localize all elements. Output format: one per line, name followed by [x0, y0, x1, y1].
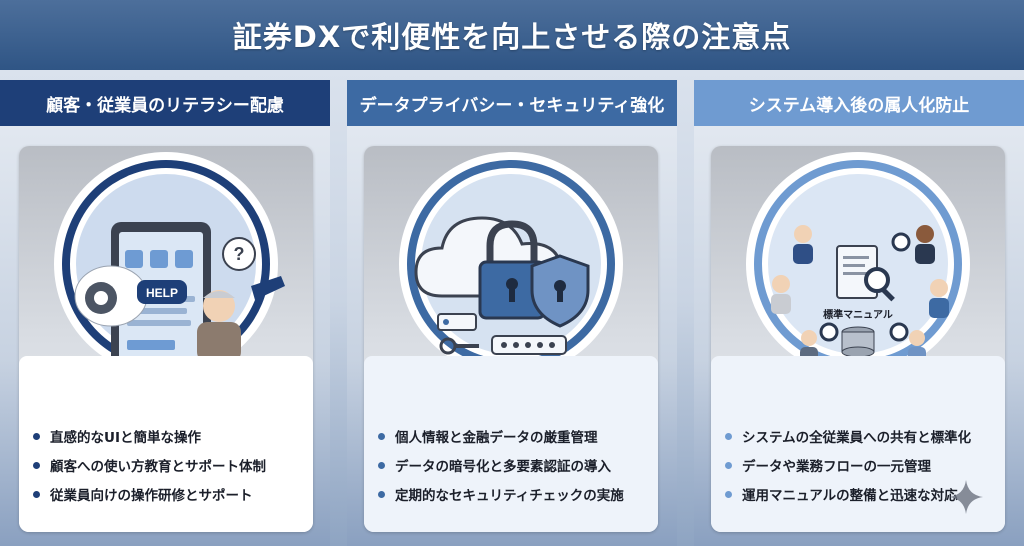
points-list: システムの全従業員への共有と標準化 データや業務フローの一元管理 運用マニュアル…	[725, 426, 971, 513]
list-item: 運用マニュアルの整備と迅速な対応	[725, 484, 971, 504]
point-text: 運用マニュアルの整備と迅速な対応	[742, 488, 958, 504]
bullet-icon	[33, 490, 40, 498]
column-heading: 顧客・従業員のリテラシー配慮	[0, 80, 330, 126]
list-item: データや業務フローの一元管理	[725, 455, 971, 475]
standardization-illustration: 標準マニュアル	[746, 152, 970, 376]
column-heading-text: 顧客・従業員のリテラシー配慮	[46, 95, 284, 116]
security-illustration	[399, 152, 623, 376]
id-card-icon	[437, 313, 477, 331]
helper-hand-icon	[251, 276, 285, 300]
bullet-icon	[725, 490, 732, 498]
question-bubble-icon: ?	[222, 237, 256, 271]
card: 標準マニュアル システムの全従業員への共有と標準化	[711, 146, 1005, 532]
bullet-icon	[33, 432, 40, 440]
column-heading: システム導入後の属人化防止	[694, 80, 1024, 126]
point-text: システムの全従業員への共有と標準化	[742, 430, 972, 446]
point-text: 定期的なセキュリティチェックの実施	[395, 488, 624, 504]
manual-label: 標準マニュアル	[823, 308, 893, 321]
point-text: 個人情報と金融データの厳重管理	[395, 430, 598, 446]
list-item: 直感的なUIと簡単な操作	[33, 426, 266, 446]
padlock-icon	[478, 220, 546, 320]
point-text: データや業務フローの一元管理	[742, 459, 931, 475]
list-item: 従業員向けの操作研修とサポート	[33, 484, 266, 504]
database-icon	[841, 326, 875, 358]
column-standardization: システム導入後の属人化防止 標準マニュアル	[694, 80, 1024, 546]
list-item: データの暗号化と多要素認証の導入	[378, 455, 624, 475]
bullet-icon	[33, 461, 40, 469]
list-item: 定期的なセキュリティチェックの実施	[378, 484, 624, 504]
column-security: データプライバシー・セキュリティ強化	[347, 80, 677, 546]
svg-text:?: ?	[234, 244, 245, 264]
literacy-illustration: HELP ?	[54, 152, 285, 376]
list-item: 顧客への使い方教育とサポート体制	[33, 455, 266, 475]
bullet-icon	[378, 432, 385, 440]
gear-icon	[74, 265, 148, 327]
bullet-icon	[725, 461, 732, 469]
point-text: 直感的なUIと簡単な操作	[50, 430, 201, 446]
list-item: 個人情報と金融データの厳重管理	[378, 426, 624, 446]
elderly-user-icon	[197, 290, 241, 362]
title-banner: 証券DXで利便性を向上させる際の注意点	[0, 0, 1024, 70]
svg-text:HELP: HELP	[146, 286, 178, 300]
key-icon	[439, 337, 479, 355]
card: HELP ? 直感的なUIと簡単な操作 顧客への使い方教育とサポート体制 従業員…	[19, 146, 313, 532]
column-heading-text: データプライバシー・セキュリティ強化	[359, 95, 665, 116]
page-title: 証券DXで利便性を向上させる際の注意点	[232, 20, 792, 54]
bullet-icon	[378, 461, 385, 469]
column-heading: データプライバシー・セキュリティ強化	[347, 80, 677, 126]
points-panel: 直感的なUIと簡単な操作 顧客への使い方教育とサポート体制 従業員向けの操作研修…	[19, 356, 313, 532]
point-text: 顧客への使い方教育とサポート体制	[50, 459, 266, 475]
magnifier-icon	[864, 267, 895, 302]
points-list: 直感的なUIと簡単な操作 顧客への使い方教育とサポート体制 従業員向けの操作研修…	[33, 426, 266, 513]
password-field-icon	[491, 335, 567, 355]
shield-icon	[530, 254, 590, 328]
bullet-icon	[725, 432, 732, 440]
help-bubble-icon: HELP	[137, 280, 187, 304]
points-panel: システムの全従業員への共有と標準化 データや業務フローの一元管理 運用マニュアル…	[711, 356, 1005, 532]
points-panel: 個人情報と金融データの厳重管理 データの暗号化と多要素認証の導入 定期的なセキュ…	[364, 356, 658, 532]
column-literacy: 顧客・従業員のリテラシー配慮	[0, 80, 330, 546]
card: 個人情報と金融データの厳重管理 データの暗号化と多要素認証の導入 定期的なセキュ…	[364, 146, 658, 532]
point-text: 従業員向けの操作研修とサポート	[50, 488, 253, 504]
sparkle-icon	[949, 480, 983, 514]
point-text: データの暗号化と多要素認証の導入	[395, 459, 611, 475]
bullet-icon	[378, 490, 385, 498]
points-list: 個人情報と金融データの厳重管理 データの暗号化と多要素認証の導入 定期的なセキュ…	[378, 426, 624, 513]
column-heading-text: システム導入後の属人化防止	[748, 95, 970, 116]
list-item: システムの全従業員への共有と標準化	[725, 426, 971, 446]
